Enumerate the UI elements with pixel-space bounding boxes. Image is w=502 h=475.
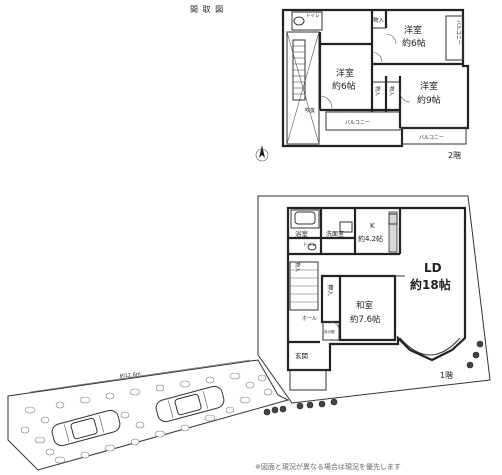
f1-japanese-size: 約7.6帖 [350,314,381,325]
f2-closet-c-label: 物入 [388,86,395,96]
f1-toilet-label: トイレ [303,243,317,248]
car-left-icon [51,409,121,447]
f2-room-b-size: 約9帖 [417,94,441,106]
f2-room-a-name: 洋室 [336,67,354,79]
f2-void-label: 吹抜 [305,107,315,114]
second-floor-plan [281,8,470,148]
shrubbery [263,340,484,416]
f2-room-c-size: 約6帖 [402,37,426,49]
f2-closet-b-label: 物入 [374,86,381,96]
f1-ld-name: LD [424,261,442,275]
f1-floor-label: 1階 [440,370,453,380]
f1-kitchen-name: K [370,222,375,230]
f1-entrance-label: 玄関 [295,351,308,360]
f1-bath-label: 浴室 [295,229,309,238]
drawing-title: 間 取 図 [190,5,224,14]
driveway [7,359,290,471]
f1-tokonoma-label: 床の間 [324,329,335,334]
f1-kitchen-size: 約4.2帖 [358,234,383,243]
f1-japanese-name: 和室 [356,300,374,311]
first-floor-plan [257,195,491,404]
f2-room-a-size: 約6帖 [332,80,356,92]
f2-closet-a-label: 物入 [373,16,385,24]
f2-balcony-c-label: バルコニー [419,135,444,141]
f1-hall-label: ホール [302,316,317,322]
driveway-dimension-label: 約12.6m [119,370,141,380]
f1-closet-a-label: 物入 [294,262,301,272]
north-arrow-icon [255,145,269,162]
car-right-icon [155,385,225,423]
bottom-note: ※図面と現況が異なる場合は現況を優先します [255,463,401,471]
f2-balcony-b-label: バルコニー [345,120,370,126]
f2-balcony-a-label: バルコニー [455,20,461,45]
f1-ld-size: 約18帖 [410,277,451,292]
f2-room-b-name: 洋室 [420,80,438,92]
f2-floor-label: 2階 [448,150,461,160]
f1-closet-b-label: 押入 [326,284,334,296]
f2-toilet-label: トイレ [306,14,320,19]
f2-room-c-name: 洋室 [404,24,422,36]
f1-washroom-label: 洗面室 [326,230,344,238]
